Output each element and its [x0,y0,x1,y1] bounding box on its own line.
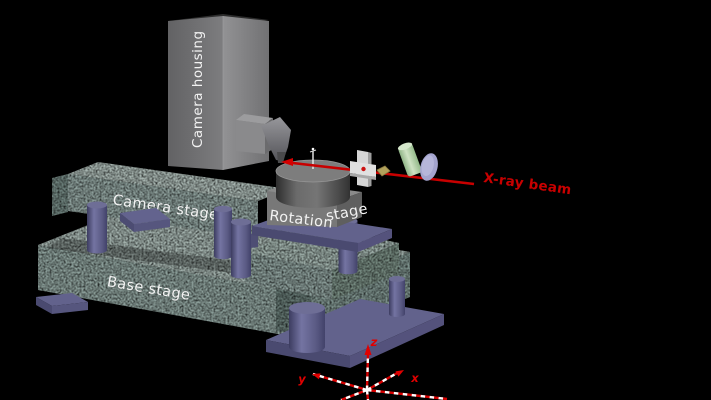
y-axis-label: y [298,372,306,386]
lens-cylinder-green [397,142,422,177]
camera-stage-post-back [214,205,232,260]
camera-lens-assembly [236,114,291,163]
axis-lines [312,353,448,400]
x-axis-label: x [410,371,419,385]
coordinate-axes: z x y [298,335,448,400]
beam-spot [361,166,366,172]
filter-block [376,165,391,177]
camera-stage-post-left [87,201,107,254]
camera-stage-post-front [231,218,251,279]
rotation-stage [267,147,362,227]
lens-funnel-tip [277,152,286,163]
support-bracket-left [120,208,170,232]
base-leg-cylinder-front [289,302,325,353]
slit-cross [350,150,376,187]
lens-funnel [261,117,291,161]
base-leg-cylinder-right [389,276,405,317]
rotation-stage-label-word1: Rotation [269,208,334,232]
disc-lavender [420,153,438,181]
base-foot-left [36,293,88,314]
z-axis-label: z [370,335,378,349]
camera-housing-label: Camera housing [190,30,206,148]
beam-arrowhead [281,158,293,166]
x-axis-arrowhead [395,370,404,377]
z-axis-arrowhead [364,344,372,355]
camera-stage-beam [52,162,288,238]
sample-pin-tip [311,147,315,151]
sample-pin-crossbar [309,149,317,153]
camera-housing-left-face [168,16,223,170]
rotation-stage-label-word2: stage [325,201,370,225]
y-axis-arrowhead [312,373,321,380]
